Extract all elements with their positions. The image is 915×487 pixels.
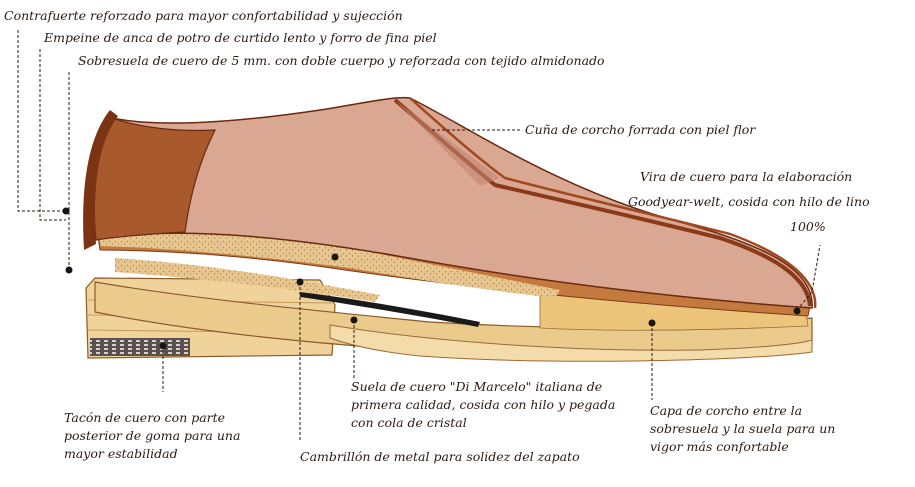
label-suela-line-3: con cola de cristal [351, 415, 467, 430]
heel-rubber-part [90, 338, 190, 356]
label-tacon-line-3: mayor estabilidad [64, 446, 178, 461]
label-suela-line-1: Suela de cuero "Di Marcelo" italiana de [351, 379, 602, 394]
label-capa-line-2: sobresuela y la suela para un [650, 421, 835, 436]
label-capa-line-3: vigor más confortable [650, 439, 789, 454]
label-sobresuela: Sobresuela de cuero de 5 mm. con doble c… [78, 53, 605, 68]
label-vira-line-3: 100% [790, 219, 826, 234]
label-cuna: Cuña de corcho forrada con piel flor [525, 122, 755, 137]
label-tacon-line-2: posterior de goma para una [64, 428, 240, 443]
label-cambrillon: Cambrillón de metal para solidez del zap… [300, 449, 580, 464]
label-capa-line-1: Capa de corcho entre la [650, 403, 802, 418]
label-tacon-line-1: Tacón de cuero con parte [64, 410, 225, 425]
label-empeine: Empeine de anca de potro de curtido lent… [44, 30, 437, 45]
label-vira-line-2: Goodyear-welt, cosida con hilo de lino [628, 194, 870, 209]
label-vira-line-1: Vira de cuero para la elaboración [640, 169, 852, 184]
label-contrafuerte: Contrafuerte reforzado para mayor confor… [4, 8, 403, 23]
label-suela-line-2: primera calidad, cosida con hilo y pegad… [351, 397, 615, 412]
